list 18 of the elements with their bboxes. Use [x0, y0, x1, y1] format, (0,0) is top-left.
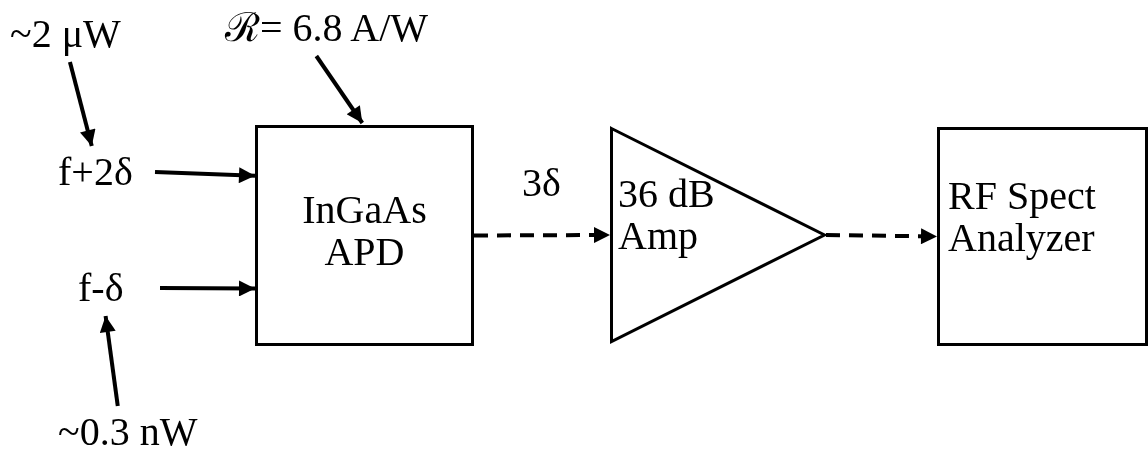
- power-label: ~0.3 nW: [58, 412, 198, 452]
- arrow: [825, 228, 938, 245]
- power-label: ~2 μW: [10, 14, 121, 54]
- responsivity-label: ℛ= 6.8 A/W: [225, 8, 429, 48]
- arrow: [160, 280, 255, 297]
- analyzer-box: [937, 127, 1148, 346]
- signal-label: f-δ: [78, 268, 124, 308]
- block-label: InGaAs APD: [301, 188, 428, 273]
- block-label: 36 dB Amp: [618, 173, 716, 257]
- arrow: [314, 54, 364, 125]
- arrow: [154, 167, 256, 184]
- signal-label: f+2δ: [58, 152, 133, 192]
- block-label: RF Spect Analyzer: [948, 174, 1097, 259]
- amplifier-triangle: [610, 127, 826, 343]
- arrow: [68, 61, 96, 147]
- arrow: [474, 227, 610, 244]
- arrow: [99, 315, 120, 407]
- detector-box: [255, 125, 474, 346]
